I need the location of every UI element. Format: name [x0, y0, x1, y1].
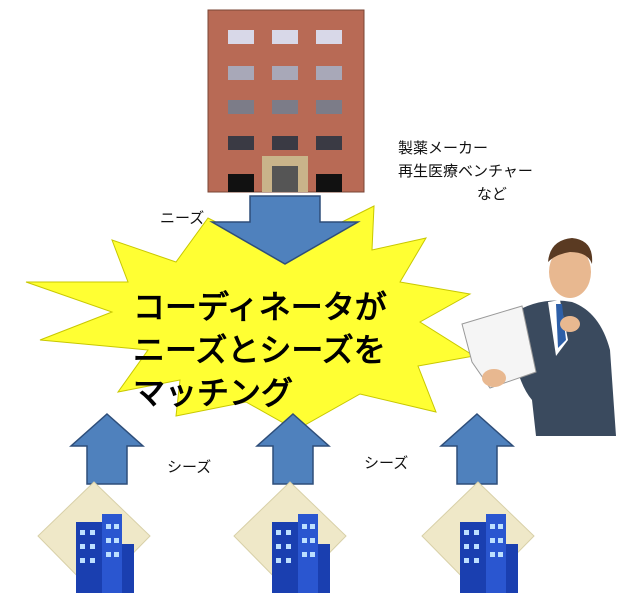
seeds-up-arrow-1 [69, 412, 145, 485]
businessman-icon [461, 238, 616, 436]
needs-down-arrow [209, 195, 361, 265]
center-line-1: コーディネータが [133, 288, 387, 326]
coordinator-matching-text: コーディネータが ニーズとシーズを マッチング [133, 286, 387, 415]
company-line-1: 製薬メーカー [398, 139, 489, 157]
research-buildings-icon [421, 481, 535, 593]
needs-label: ニーズ [160, 209, 205, 227]
research-buildings-icon [233, 481, 347, 593]
seeds-up-arrow-3 [439, 412, 515, 485]
seeds-label-right: シーズ [364, 454, 409, 472]
office-building-icon [207, 9, 365, 193]
center-line-2: ニーズとシーズを [133, 331, 386, 369]
company-line-2: 再生医療ベンチャー [398, 162, 533, 180]
company-types-label: 製薬メーカー 再生医療ベンチャー など [398, 137, 533, 206]
company-line-3: など [476, 185, 507, 203]
seeds-label-left: シーズ [167, 458, 212, 476]
seeds-up-arrow-2 [255, 412, 331, 485]
center-line-3: マッチング [133, 374, 294, 412]
research-buildings-icon [37, 481, 151, 593]
